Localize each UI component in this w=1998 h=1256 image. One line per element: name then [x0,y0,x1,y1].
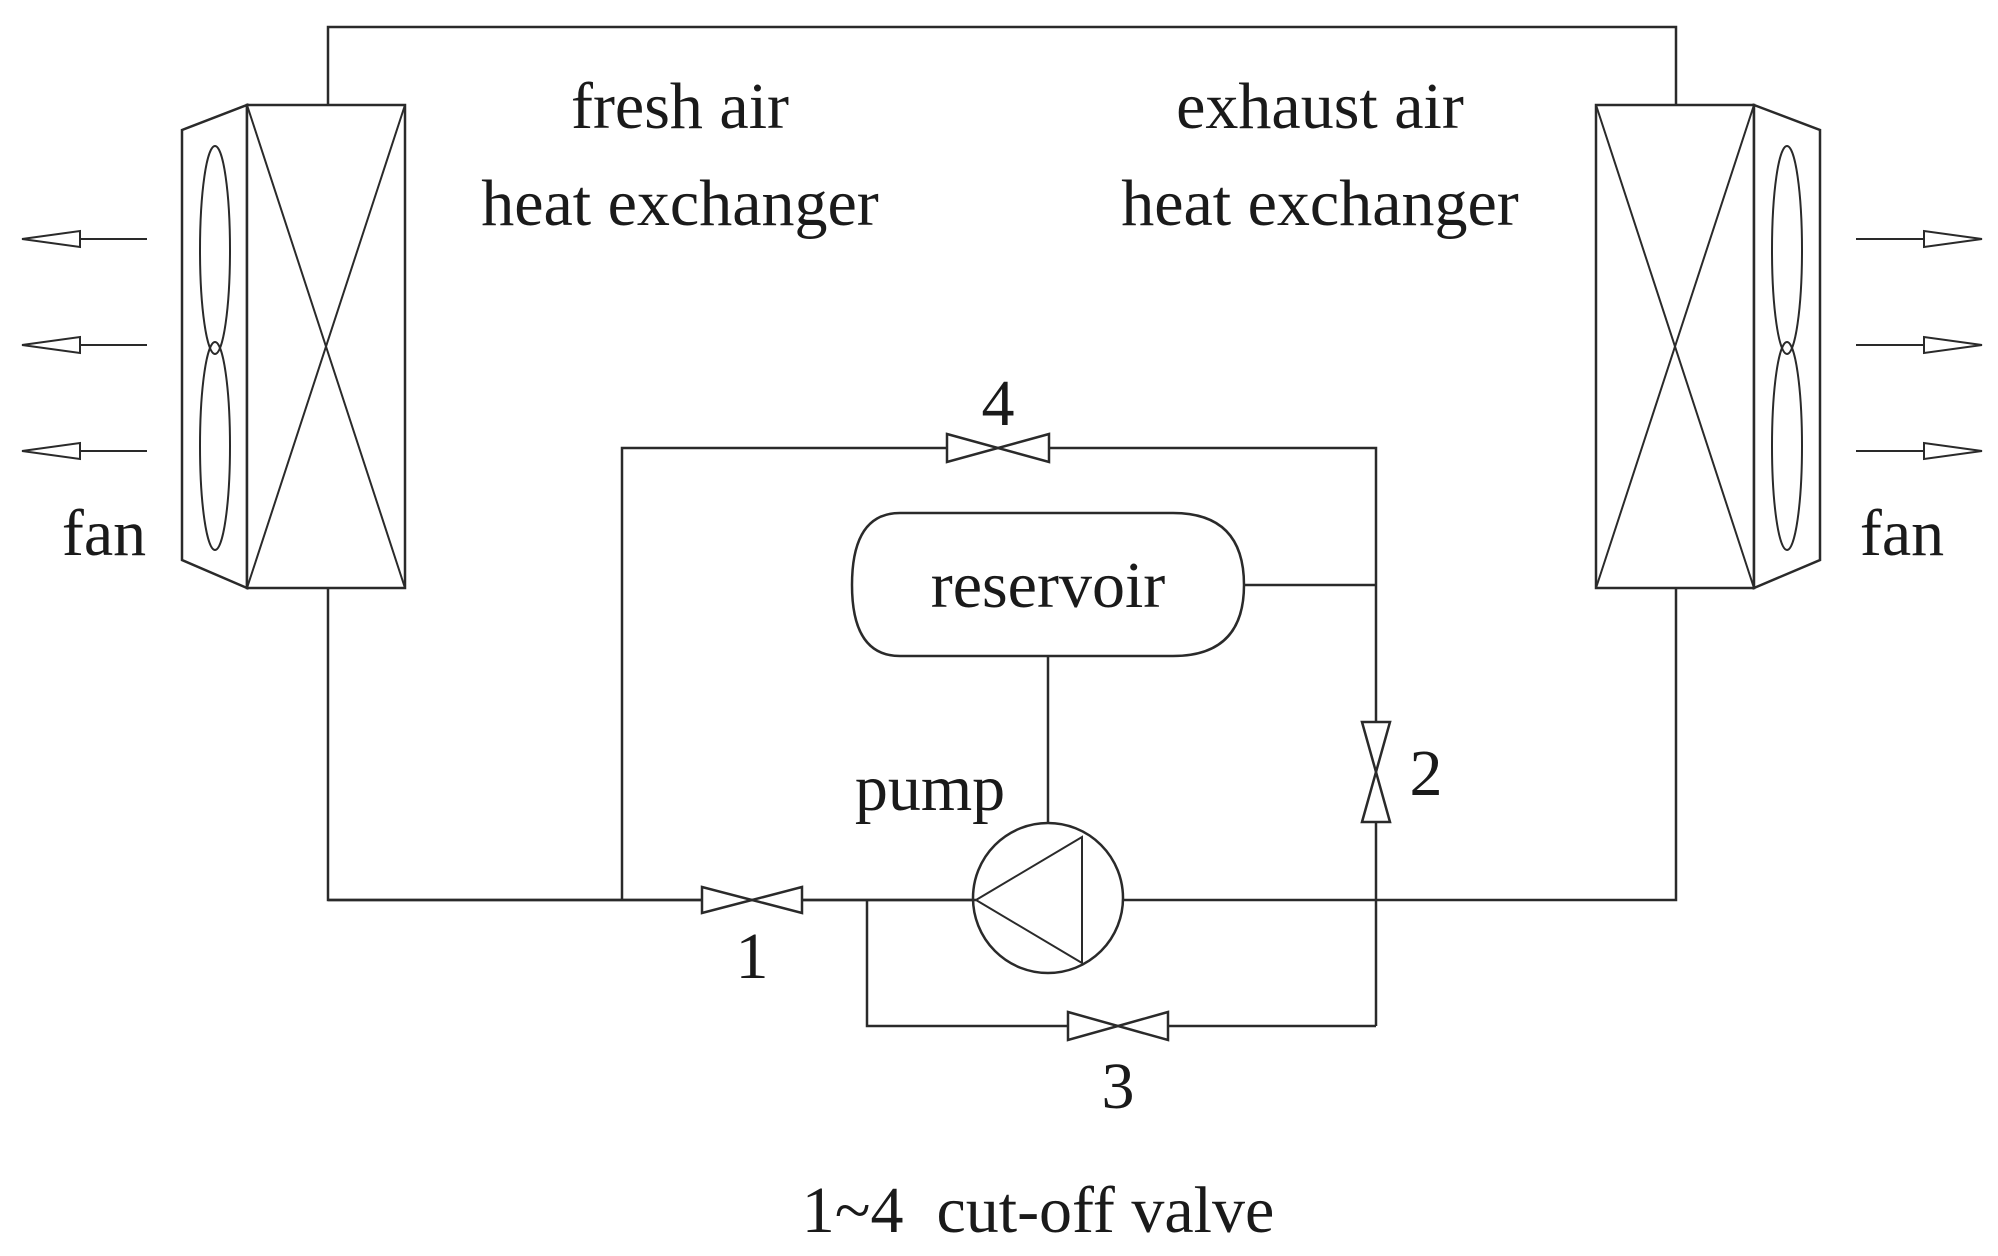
pump-label: pump [855,752,1005,825]
valve-3-label: 3 [1102,1050,1135,1123]
valve-3 [1066,1010,1170,1042]
valve-1-label: 1 [736,920,769,993]
valve-4 [945,432,1051,464]
reservoir: reservoir [850,511,1246,658]
exhaust-air-heat-exchanger [1594,103,1822,590]
airflow-arrow-icon [21,441,147,461]
inner-circuit-pipes [620,446,1378,1028]
pump [971,821,1125,975]
airflow-arrow-icon [1856,229,1983,249]
airflow-arrow-icon [1856,441,1983,461]
airflow-arrow-icon [21,229,147,249]
exhaust-air-airflow-arrows [1856,229,1983,461]
valve-4-label: 4 [982,367,1015,440]
fan-right-label: fan [1860,497,1944,570]
fresh-air-heat-exchanger [180,103,407,590]
exhaust-air-label-line1: exhaust air [1176,70,1464,143]
airflow-arrow-icon [1856,335,1983,355]
valve-2 [1360,720,1392,824]
valve-1 [700,885,804,915]
fresh-air-label-line2: heat exchanger [481,167,879,240]
fan-left-label: fan [62,497,146,570]
caption: 1~4 cut-off valve [802,1174,1275,1247]
fresh-air-airflow-arrows [21,229,147,461]
airflow-arrow-icon [21,335,147,355]
reservoir-label: reservoir [931,549,1166,622]
exhaust-air-label-line2: heat exchanger [1121,167,1519,240]
valve-2-label: 2 [1410,737,1443,810]
fresh-air-label-line1: fresh air [571,70,789,143]
